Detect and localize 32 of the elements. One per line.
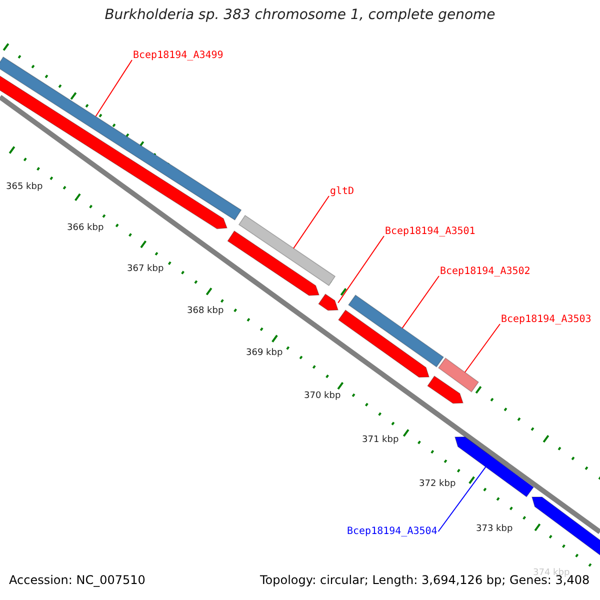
- footer-text: Topology: circular; Length: 3,694,126 bp; Genes: 3,408: [260, 574, 590, 588]
- tick-label: 370 kbp: [304, 392, 341, 402]
- leader-line: [464, 324, 500, 373]
- tick-label: 373 kbp: [476, 525, 513, 535]
- tick-label: 369 kbp: [246, 349, 283, 359]
- tick-label: 372 kbp: [419, 480, 456, 490]
- tick-label: 367 kbp: [127, 265, 164, 275]
- leader-line: [438, 466, 486, 532]
- gene-feature: [338, 310, 430, 378]
- tick-label: 365 kbp: [6, 183, 43, 193]
- gene-feature: [427, 376, 464, 404]
- gene-feature: [227, 230, 320, 296]
- leader-line: [95, 60, 132, 117]
- gene-feature: [318, 294, 339, 311]
- gene-label: Bcep18194_A3502: [440, 266, 530, 277]
- gene-label: Bcep18194_A3499: [133, 50, 224, 61]
- tick-label: 371 kbp: [362, 436, 399, 446]
- gene-bar: [348, 294, 444, 368]
- leader-line: [338, 236, 384, 304]
- gene-label: Bcep18194_A3504: [347, 526, 438, 537]
- leader-line: [293, 196, 330, 249]
- gene-feature: [454, 436, 534, 498]
- gene-label: Bcep18194_A3501: [385, 226, 476, 237]
- tick-label: 368 kbp: [187, 307, 224, 317]
- tick-label: 366 kbp: [67, 224, 104, 234]
- footer-text: Accession: NC_007510: [9, 574, 146, 588]
- diagram-title: Burkholderia sp. 383 chromosome 1, complete genome: [104, 8, 496, 24]
- gene-label: Bcep18194_A3503: [501, 314, 592, 325]
- gene-bar: [238, 214, 336, 286]
- gene-bar: [438, 358, 480, 392]
- gene-label: gltD: [330, 186, 354, 197]
- leader-line: [402, 276, 440, 329]
